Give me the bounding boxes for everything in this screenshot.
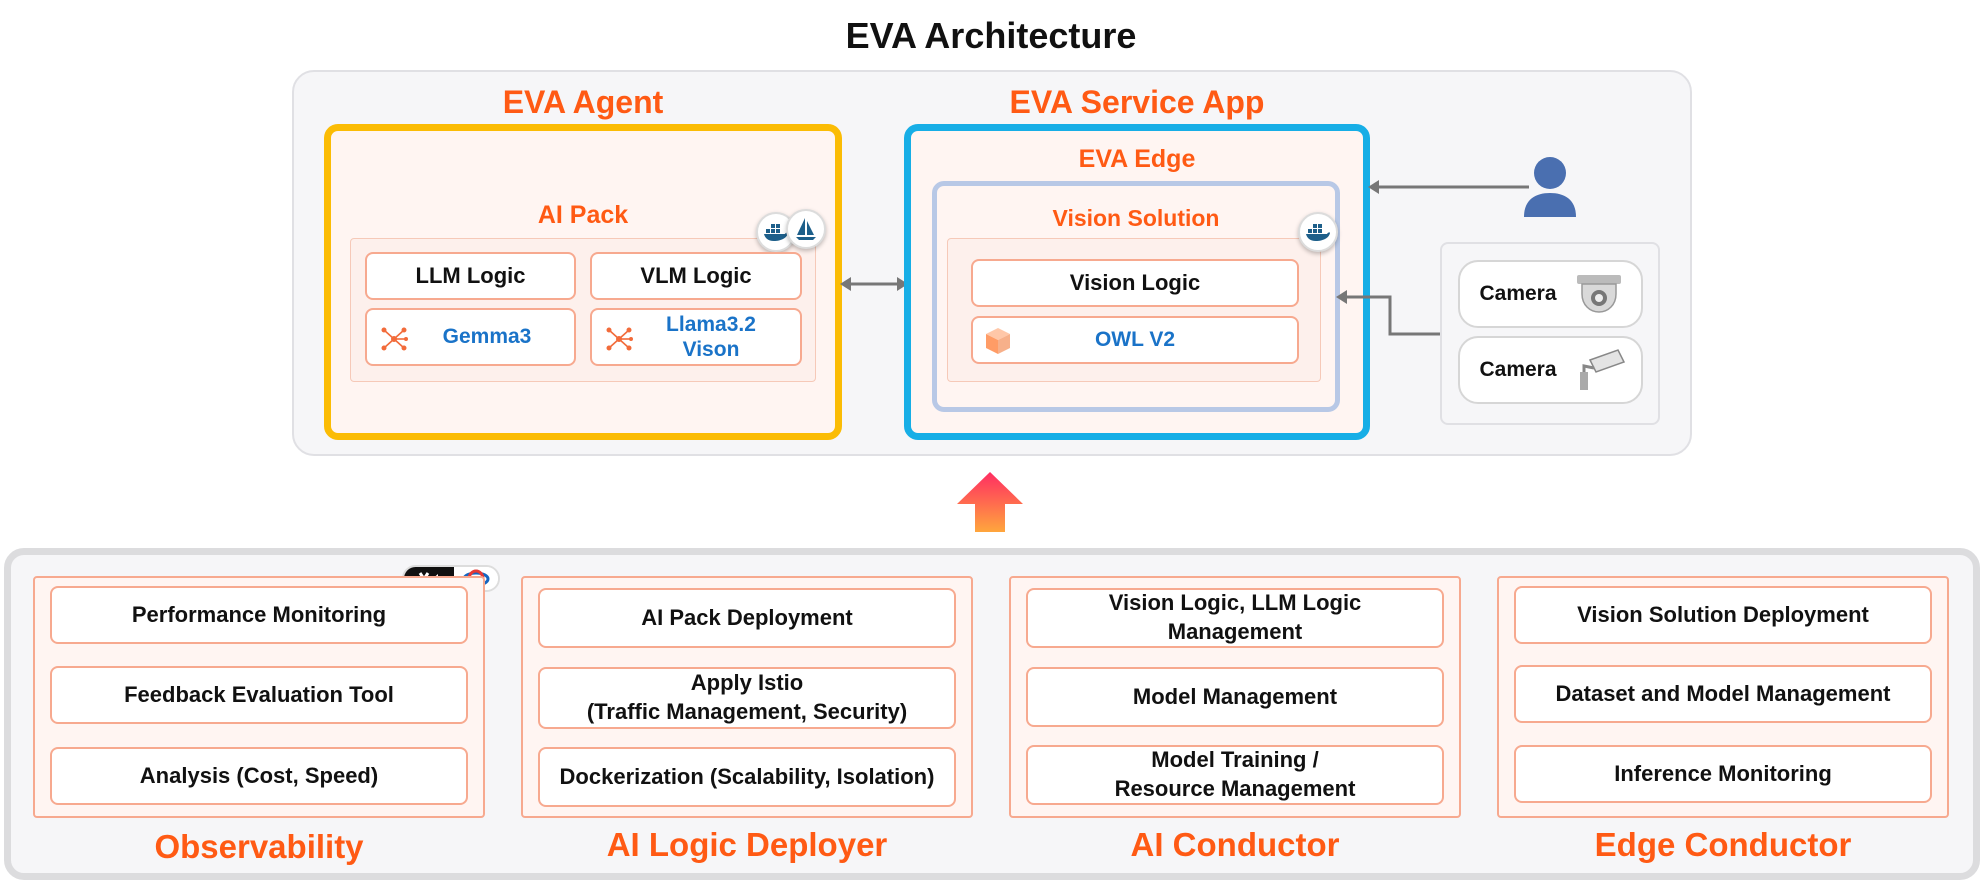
feedback-evaluation-card: Feedback Evaluation Tool (50, 666, 468, 724)
ai-conductor-title: AI Conductor (1130, 826, 1340, 863)
gemma3-label: Gemma3 (442, 325, 532, 349)
gemma3-model-card: Gemma3 (365, 308, 576, 366)
dockerization-card: Dockerization (Scalability, Isolation) (538, 747, 956, 807)
dome-camera-icon (1577, 275, 1621, 313)
vision-solution-title: Vision Solution (1052, 204, 1220, 231)
model-management-card: Model Management (1026, 667, 1444, 727)
eva-service-app-title: EVA Service App (1009, 83, 1265, 120)
dataset-model-management-card: Dataset and Model Management (1514, 665, 1932, 723)
logic-management-card: Vision Logic, LLM Logic Management (1026, 588, 1444, 648)
analysis-card: Analysis (Cost, Speed) (50, 747, 468, 805)
eva-agent-title: EVA Agent (502, 83, 664, 120)
sail-icon (786, 209, 826, 249)
user-arrow (1368, 180, 1529, 194)
docker-icon (1298, 212, 1338, 252)
eva-edge-title: EVA Edge (1078, 144, 1196, 173)
owl-label: OWL V2 (1094, 328, 1176, 352)
vlm-logic-card: VLM Logic (590, 252, 802, 300)
llama-label: Llama3.2 Vison (666, 312, 756, 361)
camera-label: Camera (1479, 358, 1557, 381)
ai-logic-deployer-title: AI Logic Deployer (606, 826, 888, 863)
page-title: EVA Architecture (845, 15, 1137, 56)
up-arrow-icon (957, 472, 1023, 532)
llm-logic-card: LLM Logic (365, 252, 576, 300)
model-training-card: Model Training / Resource Management (1026, 745, 1444, 805)
cube-icon (986, 328, 1010, 354)
network-icon (606, 327, 633, 351)
camera-arrow (1336, 290, 1442, 336)
ai-pack-deployment-card: AI Pack Deployment (538, 588, 956, 648)
network-icon (381, 327, 408, 351)
camera-card-dome: Camera (1458, 260, 1643, 328)
user-icon (1524, 157, 1576, 217)
llama-model-card: Llama3.2 Vison (590, 308, 802, 366)
vision-solution-deployment-card: Vision Solution Deployment (1514, 586, 1932, 644)
owl-model-card: OWL V2 (971, 316, 1299, 364)
edge-conductor-title: Edge Conductor (1594, 826, 1852, 863)
ai-pack-title: AI Pack (537, 200, 629, 229)
apply-istio-card: Apply Istio (Traffic Management, Securit… (538, 667, 956, 729)
camera-card-bullet: Camera (1458, 336, 1643, 404)
bidirectional-arrow (840, 277, 908, 291)
vision-logic-card: Vision Logic (971, 259, 1299, 307)
observability-title: Observability (154, 828, 364, 865)
bullet-camera-icon (1580, 349, 1626, 390)
performance-monitoring-card: Performance Monitoring (50, 586, 468, 644)
inference-monitoring-card: Inference Monitoring (1514, 745, 1932, 803)
camera-label: Camera (1479, 282, 1557, 305)
